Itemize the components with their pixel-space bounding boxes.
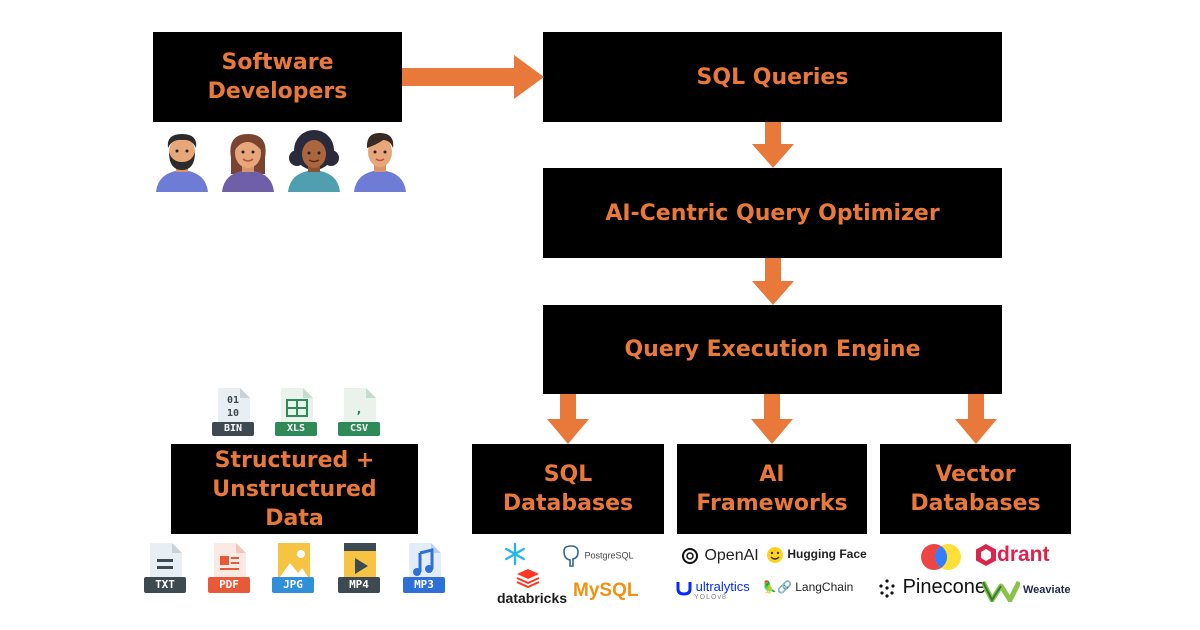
postgresql-logo: PostgreSQL [560, 545, 634, 567]
qdrant-logo: drant [975, 543, 1050, 567]
vector-databases-box: Vector Databases [880, 444, 1071, 534]
huggingface-label: Hugging Face [787, 547, 867, 562]
binary-file-icon: 01 10 BIN [212, 388, 254, 436]
hugging-face-emoji-icon [767, 547, 783, 563]
arrow-down-icon [752, 258, 794, 305]
ai-frameworks-box: AI Frameworks [677, 444, 867, 534]
query-execution-engine-label: Query Execution Engine [624, 337, 921, 362]
pinecone-label: Pinecone [902, 576, 986, 598]
sql-databases-box: SQL Databases [472, 444, 664, 534]
mysql-logo: MySQL [573, 580, 639, 601]
snowflake-logo-icon [505, 542, 525, 566]
langchain-label: LangChain [795, 580, 854, 594]
data-label-line2: Unstructured Data [212, 476, 377, 531]
file-badge-pdf: PDF [208, 577, 250, 593]
huggingface-logo: Hugging Face [766, 546, 867, 564]
spreadsheet-file-icon: XLS [275, 388, 317, 436]
qdrant-hex-icon [976, 544, 996, 567]
yolov8-caption: YOLOv8 [694, 594, 727, 601]
openai-logo: OpenAI [680, 546, 759, 566]
svg-text:,: , [357, 402, 362, 416]
sql-queries-box: SQL Queries [543, 32, 1002, 122]
databricks-mark-icon [516, 569, 540, 588]
developer-man-icon [354, 132, 406, 192]
ai-frameworks-label-line2: Frameworks [696, 491, 848, 516]
csv-file-icon: , CSV [338, 388, 380, 436]
structured-unstructured-data-box: Structured + Unstructured Data [171, 444, 418, 534]
vector-databases-label-line1: Vector [935, 462, 1016, 487]
arrow-down-icon [752, 122, 794, 168]
developer-woman-icon [222, 134, 274, 192]
text-file-icon: TXT [144, 543, 186, 593]
file-badge-bin: BIN [212, 422, 254, 436]
pinecone-logo: Pinecone [877, 576, 986, 599]
vector-databases-label-line2: Databases [910, 491, 1041, 516]
query-optimizer-label: AI-Centric Query Optimizer [605, 200, 940, 226]
pdf-file-icon: PDF [208, 543, 250, 593]
software-developers-box: Software Developers [153, 32, 402, 122]
developers-label-line2: Developers [207, 79, 348, 104]
file-badge-csv: CSV [338, 422, 380, 436]
audio-file-icon: MP3 [403, 543, 445, 593]
file-badge-mp4: MP4 [338, 577, 380, 593]
qdrant-label: drant [997, 543, 1050, 566]
file-badge-xls: XLS [275, 422, 317, 436]
arrow-down-icon [547, 394, 589, 444]
ultralytics-mark-icon [676, 581, 692, 596]
weaviate-label: Weaviate [1023, 584, 1071, 596]
svg-text:01: 01 [227, 395, 239, 406]
arrow-down-icon [751, 394, 793, 444]
data-label-line1: Structured + [214, 447, 375, 473]
openai-knot-icon [682, 548, 698, 564]
postgresql-label: PostgreSQL [584, 550, 634, 561]
chroma-logo-icon [921, 544, 961, 570]
ultralytics-logo: ultralytics [676, 579, 750, 596]
weaviate-mark-icon [982, 580, 1020, 602]
elephant-icon [563, 545, 579, 567]
file-badge-mp3: MP3 [403, 577, 445, 593]
ai-frameworks-label-line1: AI [759, 462, 785, 487]
arrow-down-icon [955, 394, 997, 444]
svg-text:10: 10 [227, 408, 239, 419]
developers-label-line1: Software [221, 50, 334, 75]
arrow-right-icon [402, 55, 544, 99]
sql-databases-label-line2: Databases [502, 491, 634, 516]
databricks-logo: databricks [497, 590, 568, 606]
sql-databases-label-line1: SQL [543, 462, 593, 487]
pinecone-mark-icon [879, 579, 895, 598]
file-badge-jpg: JPG [272, 577, 314, 593]
openai-label: OpenAI [704, 547, 759, 565]
parrot-chain-icon: 🦜🔗 [762, 580, 792, 594]
developer-woman-curly-icon [288, 130, 340, 192]
ultralytics-label: ultralytics [695, 579, 750, 594]
query-optimizer-box: AI-Centric Query Optimizer [543, 168, 1002, 258]
video-file-icon: MP4 [338, 543, 380, 593]
file-badge-txt: TXT [144, 577, 186, 593]
query-execution-engine-box: Query Execution Engine [543, 305, 1002, 394]
sql-queries-label: SQL Queries [696, 64, 849, 90]
developer-man-bearded-icon [156, 134, 208, 192]
langchain-logo: 🦜🔗 LangChain [762, 580, 853, 594]
image-file-icon: JPG [272, 543, 314, 593]
